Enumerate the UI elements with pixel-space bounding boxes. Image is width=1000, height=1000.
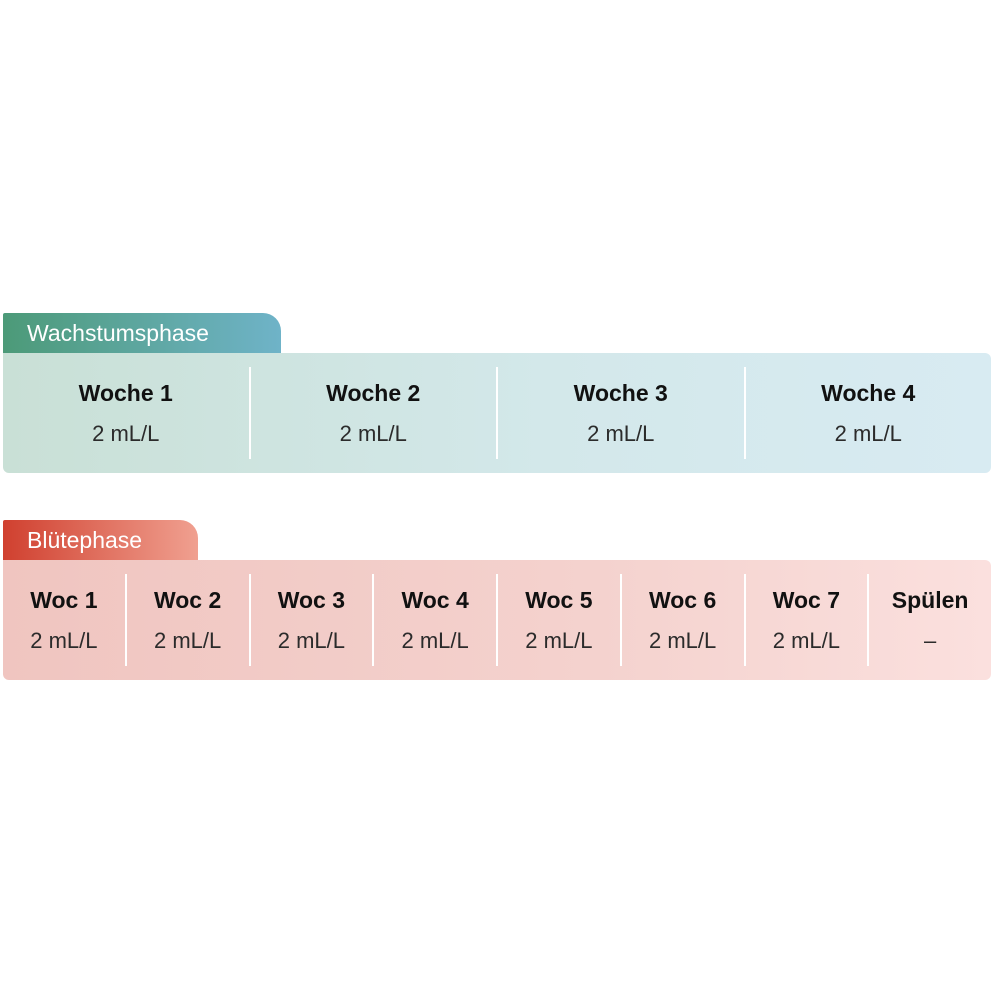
week-label: Woc 6 <box>648 587 717 613</box>
flush-label: Spülen <box>891 587 969 613</box>
week-label: Woche 2 <box>326 380 421 406</box>
week-label: Woc 5 <box>525 587 593 613</box>
flush-cell: Spülen – <box>867 574 991 666</box>
bloom-phase-title: Blütephase <box>3 520 198 560</box>
week-label: Woc 1 <box>30 587 98 613</box>
week-label: Woche 3 <box>573 380 668 406</box>
dose-value: 2 mL/L <box>401 628 469 653</box>
dose-value: 2 mL/L <box>277 628 345 653</box>
growth-week-cell: Woche 1 2 mL/L <box>3 367 249 459</box>
bloom-week-cell: Woc 3 2 mL/L <box>248 574 373 666</box>
week-label: Woc 4 <box>401 587 469 613</box>
dose-value: 2 mL/L <box>30 628 98 653</box>
dose-value: 2 mL/L <box>153 628 222 653</box>
week-label: Woc 7 <box>772 587 841 613</box>
growth-week-cell: Woche 4 2 mL/L <box>743 367 992 459</box>
bloom-phase-table: Woc 1 2 mL/L Woc 2 2 mL/L Woc 3 2 mL/L W… <box>3 560 991 680</box>
dose-value: 2 mL/L <box>648 628 717 653</box>
growth-phase-table: Woche 1 2 mL/L Woche 2 2 mL/L Woche 3 2 … <box>3 353 991 473</box>
dose-value: 2 mL/L <box>587 421 655 446</box>
week-label: Woche 1 <box>78 380 173 406</box>
bloom-week-cell: Woc 2 2 mL/L <box>124 574 249 666</box>
bloom-week-cell: Woc 7 2 mL/L <box>743 574 868 666</box>
dose-value: 2 mL/L <box>525 628 593 653</box>
bloom-phase-section: Blütephase Woc 1 2 mL/L Woc 2 2 mL/L Woc… <box>3 520 991 680</box>
week-label: Woc 3 <box>277 587 346 613</box>
dose-value: 2 mL/L <box>92 421 160 446</box>
bloom-week-cell: Woc 6 2 mL/L <box>619 574 744 666</box>
dose-value: 2 mL/L <box>772 628 840 653</box>
week-label: Woche 4 <box>821 380 916 406</box>
dose-value: 2 mL/L <box>339 421 407 446</box>
flush-value: – <box>924 628 937 653</box>
dose-value: 2 mL/L <box>834 421 902 446</box>
growth-week-cell: Woche 3 2 mL/L <box>496 367 744 459</box>
bloom-week-cell: Woc 4 2 mL/L <box>372 574 496 666</box>
bloom-week-cell: Woc 5 2 mL/L <box>496 574 620 666</box>
bloom-week-cell: Woc 1 2 mL/L <box>3 574 125 666</box>
growth-phase-title: Wachstumsphase <box>3 313 281 353</box>
growth-phase-section: Wachstumsphase Woche 1 2 mL/L Woche 2 2 … <box>3 313 991 473</box>
growth-week-cell: Woche 2 2 mL/L <box>248 367 497 459</box>
week-label: Woc 2 <box>153 587 222 613</box>
